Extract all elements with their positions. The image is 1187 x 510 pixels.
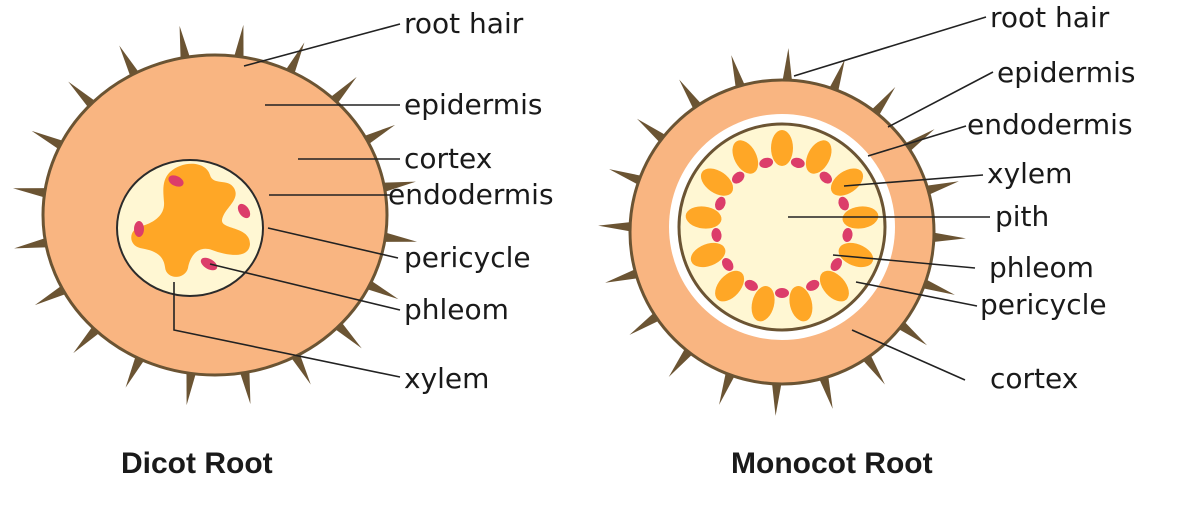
label-cortex: cortex — [404, 142, 492, 175]
label-phleom: phleom — [404, 293, 509, 326]
monocot-caption: Monocot Root — [731, 447, 933, 480]
label-epidermis: epidermis — [997, 56, 1135, 89]
monocot-root-diagram: root hair epidermis endodermis xylem pit… — [598, 1, 1135, 480]
label-xylem: xylem — [987, 157, 1072, 190]
label-phleom: phleom — [989, 251, 1094, 284]
monocot-phloem-cell — [775, 288, 789, 298]
label-root-hair: root hair — [404, 7, 524, 40]
label-pith: pith — [995, 200, 1049, 233]
label-root-hair: root hair — [990, 1, 1110, 34]
dicot-caption: Dicot Root — [121, 447, 273, 480]
leader-line — [794, 17, 986, 76]
leader-line — [244, 24, 400, 66]
dicot-phloem-cell — [134, 221, 144, 237]
label-epidermis: epidermis — [404, 88, 542, 121]
label-xylem: xylem — [404, 362, 489, 395]
label-pericycle: pericycle — [980, 288, 1107, 321]
dicot-root-diagram: root hair epidermis cortex endodermis pe… — [13, 7, 554, 480]
monocot-xylem-cell — [771, 130, 793, 166]
label-endodermis: endodermis — [967, 108, 1133, 141]
label-endodermis: endodermis — [388, 178, 554, 211]
label-pericycle: pericycle — [404, 241, 531, 274]
label-cortex: cortex — [990, 362, 1078, 395]
